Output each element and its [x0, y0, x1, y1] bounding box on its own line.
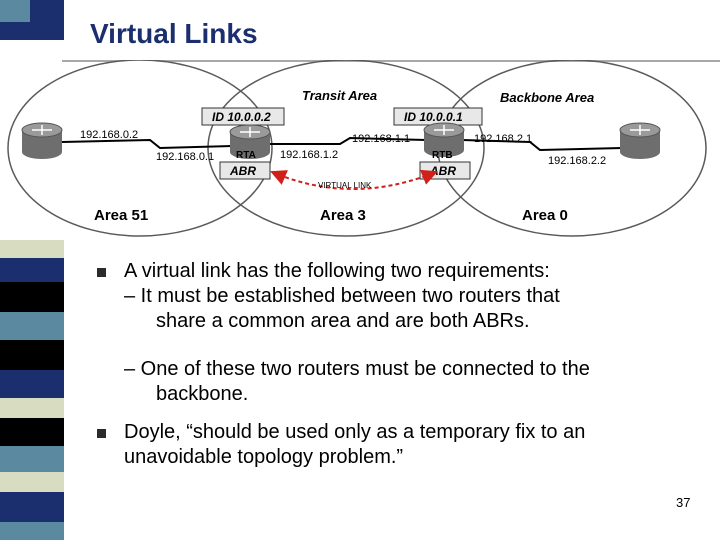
side-bar-block	[0, 40, 64, 62]
link-right	[461, 139, 623, 152]
decorative-side-bar	[0, 0, 64, 540]
bullet-text: Doyle, “should be used only as a tempora…	[124, 421, 586, 443]
side-bar-block	[0, 240, 64, 258]
router-rtb	[423, 122, 465, 157]
side-bar-block	[0, 492, 64, 522]
router-area51	[21, 122, 63, 159]
page-number: 37	[676, 495, 691, 510]
backbone-area-label: Backbone Area	[500, 90, 594, 105]
slide-title: Virtual Links	[90, 18, 258, 49]
router-rta	[229, 124, 271, 159]
side-bar-block	[0, 258, 64, 282]
side-bar-block	[0, 0, 30, 22]
transit-area-label: Transit Area	[302, 88, 377, 103]
bullet-marker	[97, 429, 106, 438]
side-bar-block	[0, 312, 64, 340]
ip-label: 192.168.2.1	[474, 133, 532, 145]
link-middle	[270, 136, 427, 145]
rta-abr-label: ABR	[229, 164, 256, 178]
rta-id-label: ID 10.0.0.2	[212, 110, 271, 124]
bullet-marker	[97, 268, 106, 277]
rta-abr-box	[219, 161, 271, 180]
area-0-label: Area 0	[522, 207, 568, 224]
bullet-text: A virtual link has the following two req…	[124, 260, 550, 282]
rta-name: RTA	[236, 150, 256, 161]
ip-label: 192.168.1.1	[352, 133, 410, 145]
rtb-name: RTB	[432, 150, 453, 161]
side-bar-block	[0, 370, 64, 398]
ip-label: 192.168.1.2	[280, 149, 338, 161]
side-bar-block	[0, 340, 64, 370]
virtual-link-label: VIRTUAL LINK	[318, 181, 372, 190]
virtual-link-arc	[270, 169, 438, 190]
side-bar-block	[0, 522, 64, 540]
bullet-text: unavoidable topology problem.”	[124, 446, 404, 468]
ospf-virtual-link-diagram: Transit Area Backbone Area ID 10.0.0.2 I…	[7, 60, 707, 237]
ip-label: 192.168.2.2	[548, 155, 606, 167]
link-left	[61, 138, 233, 150]
sub-bullet-text: share a common area and are both ABRs.	[156, 310, 530, 332]
side-bar-block	[0, 418, 64, 446]
side-bar-block	[0, 472, 64, 492]
sub-bullet-text: – It must be established between two rou…	[124, 285, 560, 307]
sub-bullet-text: backbone.	[156, 383, 249, 405]
side-bar-block	[0, 282, 64, 312]
title-divider	[62, 60, 720, 62]
rtb-id-label: ID 10.0.0.1	[404, 110, 463, 124]
sub-bullet-text: – One of these two routers must be conne…	[124, 358, 590, 380]
ip-label: 192.168.0.1	[156, 151, 214, 163]
area-3-ellipse	[207, 60, 485, 237]
ip-label: 192.168.0.2	[80, 129, 138, 141]
side-bar-block	[0, 446, 64, 472]
area-51-ellipse	[7, 60, 273, 237]
side-bar-block	[0, 398, 64, 418]
area-3-label: Area 3	[320, 207, 366, 224]
area-51-label: Area 51	[94, 207, 148, 224]
router-area0	[619, 122, 661, 159]
